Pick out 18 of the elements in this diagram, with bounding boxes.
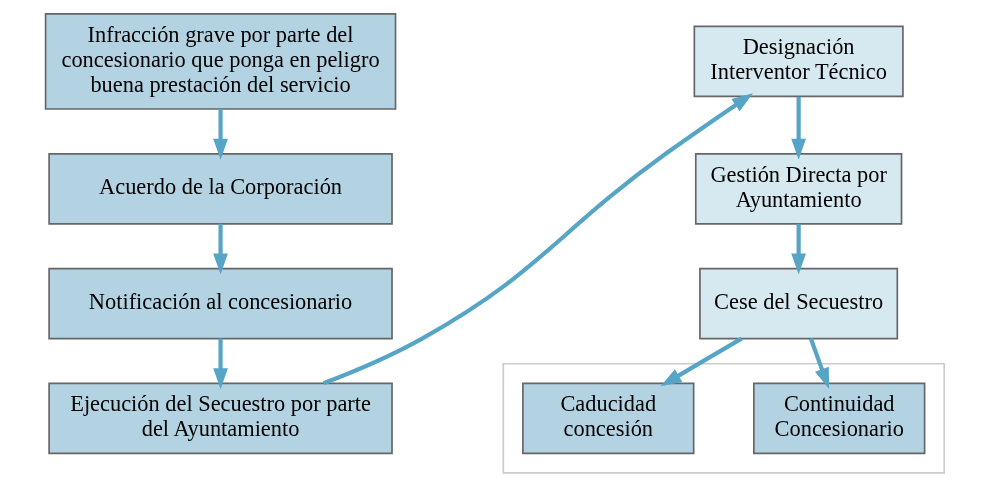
node-box: Cese del Secuestro bbox=[699, 267, 899, 340]
node-box: Notificación al concesionario bbox=[48, 267, 393, 340]
node-box: Caducidad concesión bbox=[522, 382, 695, 455]
node-box: Acuerdo de la Corporación bbox=[48, 153, 393, 225]
node-box: Infracción grave por parte del concesionario que ponga en peligro buena prestación del servicio bbox=[44, 13, 397, 110]
arrow bbox=[213, 109, 228, 160]
arrow bbox=[213, 338, 228, 390]
arrow bbox=[791, 223, 806, 275]
node-box: Gestión Directa por Ayuntamiento bbox=[694, 153, 903, 225]
node-box: Designación Interventor Técnico bbox=[693, 25, 904, 98]
arrow bbox=[213, 223, 228, 275]
arrow bbox=[808, 337, 830, 389]
node-box: Continuidad Concesionario bbox=[753, 382, 926, 455]
cluster bbox=[502, 362, 946, 474]
arrow bbox=[322, 93, 753, 386]
arrow bbox=[791, 96, 806, 160]
arrow bbox=[660, 336, 743, 387]
node-box: Ejecución del Secuestro por parte del Ayuntamiento bbox=[48, 382, 393, 455]
